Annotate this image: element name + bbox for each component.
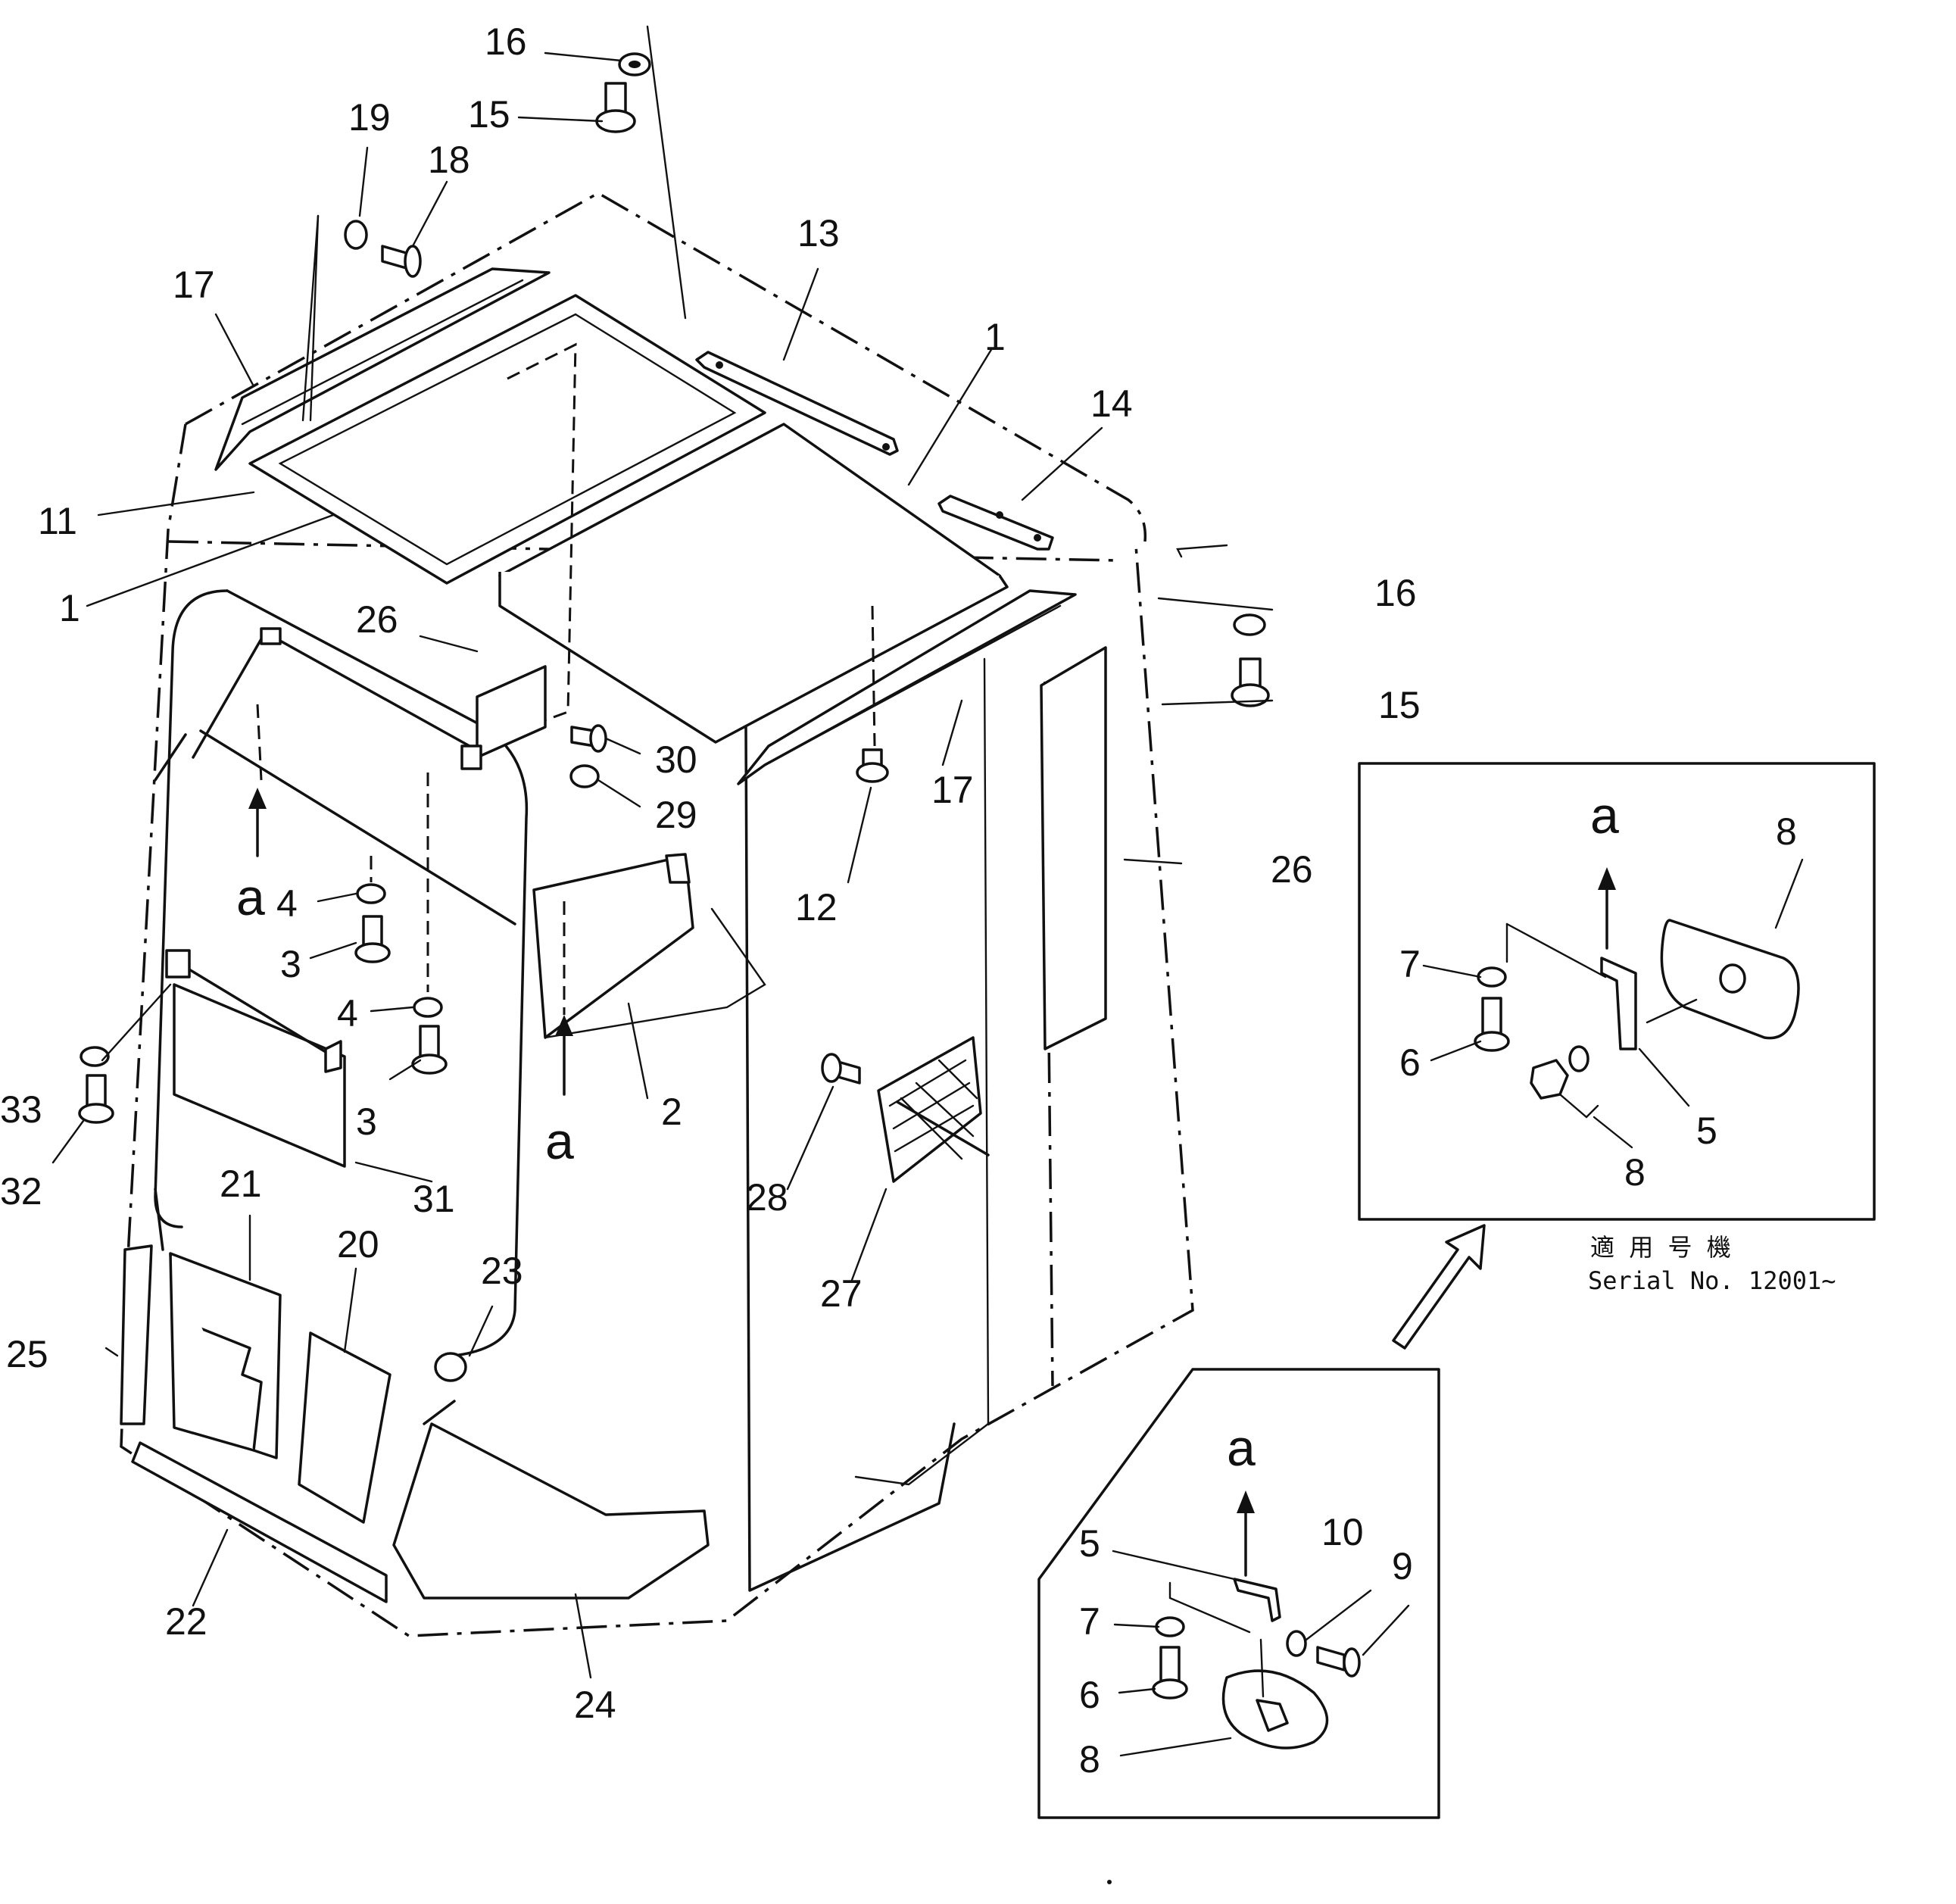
callout-26-right: 26 <box>1271 848 1313 891</box>
panel-20 <box>298 1331 392 1524</box>
callout-15-top: 15 <box>468 93 510 136</box>
callout-24: 24 <box>574 1684 616 1726</box>
callout-14: 14 <box>1090 382 1133 425</box>
mesh-screen-27 <box>877 1036 990 1183</box>
detail1-5: 5 <box>1696 1110 1717 1152</box>
detail2-7: 7 <box>1079 1600 1100 1643</box>
detail2-8: 8 <box>1079 1738 1100 1781</box>
hardware <box>78 52 1270 1382</box>
callout-27: 27 <box>820 1272 863 1315</box>
roof-glass <box>248 294 1009 744</box>
detail2-5: 5 <box>1079 1522 1100 1565</box>
wiper-assembly <box>154 627 516 925</box>
plate-13 <box>695 351 899 456</box>
callout-2: 2 <box>661 1091 682 1133</box>
callout-4-lower: 4 <box>337 992 358 1035</box>
callout-20: 20 <box>337 1223 379 1266</box>
callout-17-left: 17 <box>173 264 215 306</box>
callout-16-top: 16 <box>485 20 527 63</box>
callout-labels: 16 15 19 18 17 13 1 14 11 1 26 16 15 30 … <box>0 20 1836 1781</box>
strip-25 <box>120 1244 153 1425</box>
callout-21: 21 <box>220 1163 262 1205</box>
callout-33: 33 <box>0 1088 42 1131</box>
callout-3-upper: 3 <box>280 943 301 985</box>
plate-14 <box>937 495 1054 551</box>
view-marker-a-left: a <box>236 869 265 926</box>
plates <box>695 351 1054 551</box>
callout-26-top: 26 <box>356 598 398 641</box>
view-arrows <box>248 605 876 1096</box>
callout-11: 11 <box>38 500 77 542</box>
callout-23: 23 <box>481 1250 523 1292</box>
callout-1-left: 1 <box>59 587 80 629</box>
sun-visor-31 <box>165 949 346 1168</box>
callout-19: 19 <box>348 96 391 139</box>
plate-22 <box>131 1441 388 1603</box>
detail1-6: 6 <box>1399 1041 1421 1084</box>
detail2-6: 6 <box>1079 1674 1100 1716</box>
callout-1-right: 1 <box>984 316 1006 358</box>
view-marker-a-center: a <box>545 1113 574 1170</box>
detail2-a: a <box>1227 1419 1256 1477</box>
callout-16-right: 16 <box>1374 572 1417 614</box>
detail2-10: 10 <box>1321 1511 1364 1553</box>
callout-12: 12 <box>795 886 838 929</box>
callout-17-right: 17 <box>931 769 974 811</box>
detail-view-1 <box>1358 762 1876 1221</box>
callout-3-lower: 3 <box>356 1100 377 1143</box>
left-roof-rail <box>214 267 551 471</box>
callout-4-upper: 4 <box>276 882 298 925</box>
detail1-7: 7 <box>1399 943 1421 985</box>
detail1-8-bottom: 8 <box>1624 1151 1646 1194</box>
callout-18: 18 <box>428 139 470 181</box>
callout-32: 32 <box>0 1170 42 1213</box>
callout-30: 30 <box>655 738 697 781</box>
serial-note-japanese: 適 用 号 機 <box>1590 1233 1731 1262</box>
front-window-frame-2 <box>532 853 766 1039</box>
front-header-rail <box>737 589 1077 785</box>
callout-28: 28 <box>746 1176 788 1219</box>
callout-22: 22 <box>165 1600 207 1643</box>
serial-note-number: Serial No. 12001~ <box>1588 1266 1836 1295</box>
callout-29: 29 <box>655 794 697 836</box>
weatherstrip-26 <box>476 342 1107 1050</box>
callout-15-right: 15 <box>1378 684 1421 726</box>
detail1-bracket <box>1600 957 1637 1050</box>
leader-lines <box>51 25 1274 1679</box>
cab-frame <box>154 589 990 1600</box>
detail-pointer-arrow <box>1392 1224 1486 1350</box>
callout-25: 25 <box>6 1333 48 1375</box>
detail1-8-top: 8 <box>1776 810 1797 853</box>
callout-31: 31 <box>413 1178 455 1220</box>
detail-view-2 <box>1037 1368 1440 1819</box>
lower-panels <box>120 1188 392 1603</box>
detail2-9: 9 <box>1392 1545 1413 1587</box>
detail2-bracket <box>1233 1578 1281 1622</box>
callout-13: 13 <box>797 212 840 254</box>
detail1-a: a <box>1590 787 1619 844</box>
